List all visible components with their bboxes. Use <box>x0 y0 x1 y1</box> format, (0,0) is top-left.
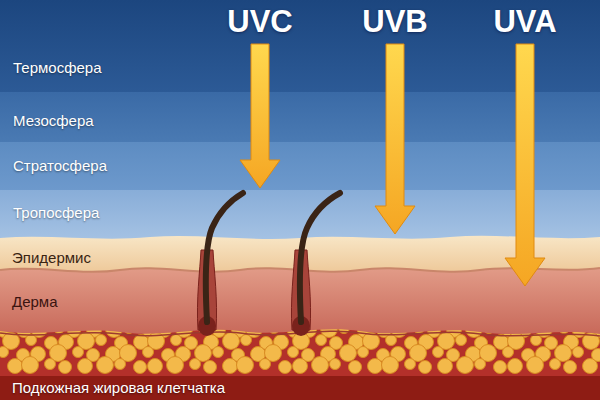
fat-cell <box>237 357 254 374</box>
fat-cell <box>204 361 217 374</box>
fat-cell <box>96 335 107 346</box>
troposphere-band <box>0 190 600 242</box>
fat-cell <box>279 361 292 374</box>
fat-cell <box>8 359 23 374</box>
fat-cell <box>316 335 327 346</box>
fat-cell <box>97 357 114 374</box>
fat-cell <box>583 359 598 374</box>
fat-cell <box>438 359 453 374</box>
fat-cell <box>503 347 514 358</box>
thermosphere-band <box>0 0 600 92</box>
layer-band: Подкожная жировая клетчатка <box>0 330 600 400</box>
fat-cell <box>167 357 184 374</box>
fat-cell <box>190 359 201 370</box>
fat-cell <box>26 335 37 346</box>
fat-cell <box>386 335 397 346</box>
fat-cell <box>0 347 9 358</box>
fat-cell <box>550 359 561 370</box>
uv-label: UVA <box>493 5 556 39</box>
fat-cell <box>340 345 357 362</box>
fat-cell <box>22 357 39 374</box>
fat-cell <box>382 357 399 374</box>
layer-label: Дерма <box>12 293 58 311</box>
fat-cell <box>527 357 544 374</box>
hair-shaft <box>206 193 243 322</box>
mesosphere-band <box>0 92 600 142</box>
fat-cell <box>143 347 154 358</box>
fat-cell <box>358 347 369 358</box>
layer-band: Стратосфера <box>0 142 600 190</box>
layer-band: Дерма <box>0 270 600 330</box>
fat-cell <box>419 361 432 374</box>
fat-cell <box>45 359 56 370</box>
fat-cell <box>573 347 584 358</box>
layer-band: Эпидермис <box>0 238 600 270</box>
fat-cell <box>564 361 577 374</box>
layer-label: Тропосфера <box>13 204 99 222</box>
fat-cell <box>531 335 542 346</box>
layer-band: Мезосфера <box>0 92 600 142</box>
fat-cell <box>134 361 147 374</box>
hair-shaft <box>300 193 340 322</box>
fat-cell <box>78 359 93 374</box>
fat-cell <box>457 357 474 374</box>
fat-cell <box>368 359 383 374</box>
fat-cell <box>260 359 271 370</box>
fat-cell <box>293 359 308 374</box>
uvb-arrow <box>375 44 415 234</box>
layer-label: Мезосфера <box>13 112 94 130</box>
fat-cell <box>223 359 238 374</box>
fat-cell <box>508 359 523 374</box>
fat-cell <box>115 359 126 370</box>
fat-cell <box>433 347 444 358</box>
uvc-arrow <box>240 44 280 188</box>
fat-cell <box>171 335 182 346</box>
fat-cell <box>330 359 341 370</box>
fat-cell <box>349 361 362 374</box>
uv-label: UVC <box>227 5 292 39</box>
fat-cell <box>223 333 240 350</box>
layer-band: Тропосфера <box>0 190 600 238</box>
layer-label: Термосфера <box>13 59 102 77</box>
fat-cell <box>312 357 329 374</box>
fat-cell <box>73 347 84 358</box>
fat-cell <box>494 361 507 374</box>
fat-cell <box>148 359 163 374</box>
layer-label: Стратосфера <box>13 157 107 175</box>
fat-cell <box>456 335 467 346</box>
uv-label: UVB <box>362 5 427 39</box>
fat-cell <box>59 361 72 374</box>
stratosphere-band <box>0 142 600 190</box>
layer-label: Эпидермис <box>12 249 91 267</box>
fat-cell <box>405 359 416 370</box>
bottom-band <box>0 376 600 400</box>
layer-label: Подкожная жировая клетчатка <box>12 379 225 397</box>
fat-cell <box>213 347 224 358</box>
fat-cell <box>241 335 252 346</box>
uva-arrow <box>505 44 545 286</box>
fat-cell <box>288 347 299 358</box>
fat-cell <box>475 359 486 370</box>
